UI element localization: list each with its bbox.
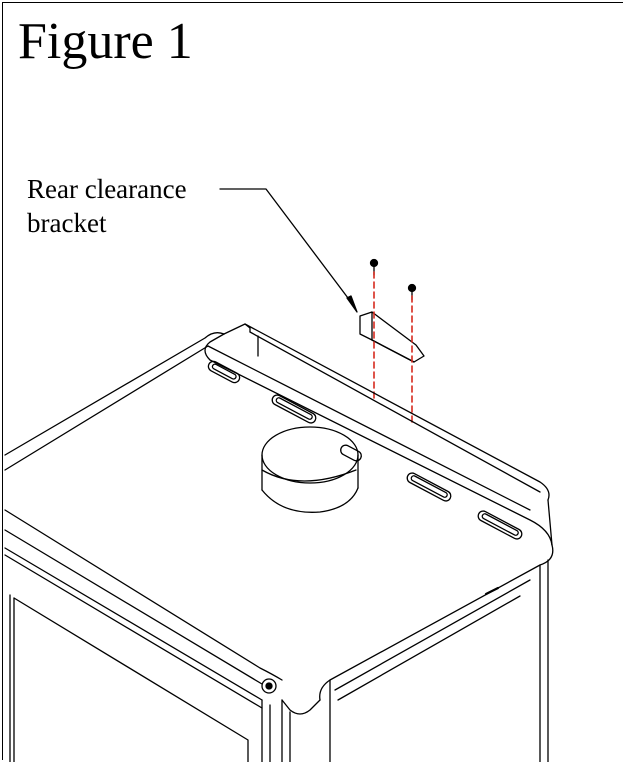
bracket-icon [359,311,425,363]
figure-title: Figure 1 [18,13,193,70]
callout-line-1: Rear clearance [27,174,187,204]
callout-label: Rear clearance bracket [27,172,187,240]
vent-slots [207,360,523,540]
leader-line [219,188,358,313]
screw-icon [369,258,417,301]
corner-knob [261,678,277,694]
top-plate [4,323,554,715]
screw-guide-lines [373,271,413,425]
callout-line-2: bracket [27,208,107,238]
front-body [4,547,291,762]
flue-collar [261,426,359,513]
right-side-body [329,559,549,762]
